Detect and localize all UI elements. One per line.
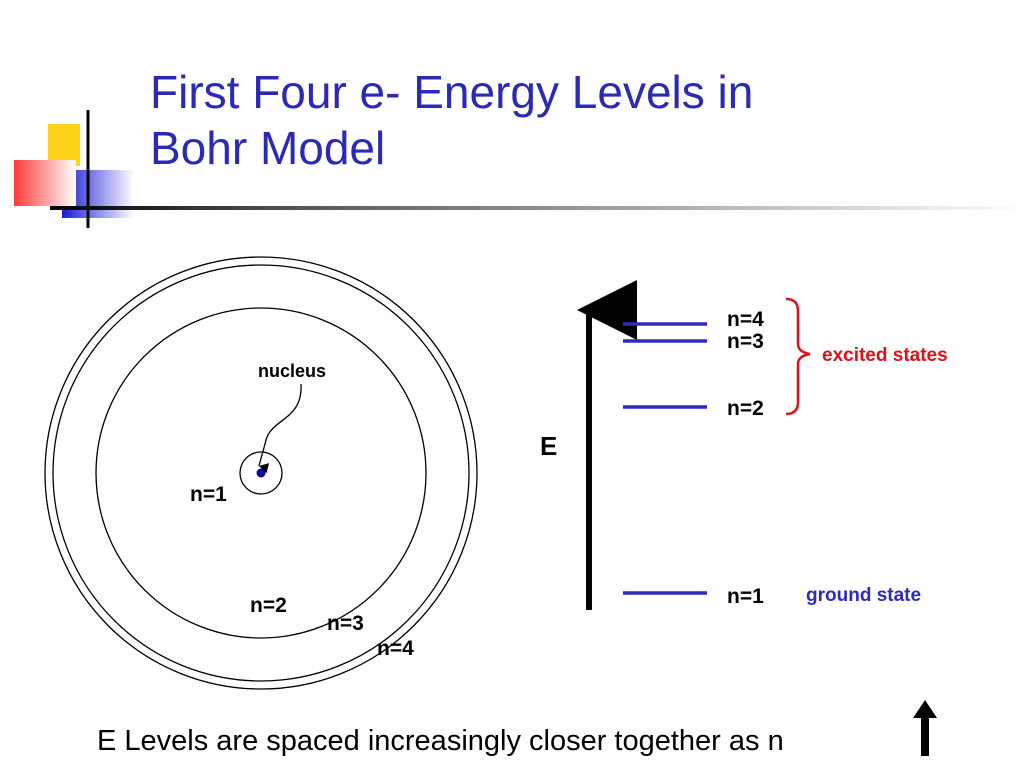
orbit-n4 xyxy=(44,256,478,690)
nucleus-dot xyxy=(256,468,266,478)
bohr-energy-diagram: nucleus n=1 n=2 n=3 n=4 E n=4 n=3 n=2 n=… xyxy=(44,256,948,690)
orbit-n3 xyxy=(52,264,470,682)
orbit-label-n3: n=3 xyxy=(327,612,364,635)
nucleus-pointer xyxy=(258,383,302,474)
energy-diagram: E n=4 n=3 n=2 n=1 excited states ground … xyxy=(540,280,948,610)
ground-state-label: ground state xyxy=(806,585,921,606)
orbit-label-n2: n=2 xyxy=(250,594,287,617)
up-arrow-icon xyxy=(913,700,937,756)
level-label-n3: n=3 xyxy=(727,330,764,353)
slide-title-line1: First Four e- Energy Levels in xyxy=(150,66,754,118)
level-label-n4: n=4 xyxy=(727,308,764,331)
slide-title: First Four e- Energy Levels in Bohr Mode… xyxy=(150,64,753,176)
orbit-n2 xyxy=(95,307,427,639)
yellow-square xyxy=(48,124,80,166)
bohr-model: nucleus n=1 n=2 n=3 n=4 xyxy=(44,256,478,690)
red-square xyxy=(14,160,76,206)
energy-axis-label: E xyxy=(540,431,557,461)
level-label-n1: n=1 xyxy=(727,585,764,608)
orbit-label-n1: n=1 xyxy=(190,483,227,506)
slide-caption: E Levels are spaced increasingly closer … xyxy=(97,725,784,757)
excited-states-label: excited states xyxy=(822,345,948,366)
orbit-label-n4: n=4 xyxy=(377,637,414,660)
level-label-n2: n=2 xyxy=(727,397,764,420)
corner-decoration xyxy=(14,110,134,228)
orbit-n1 xyxy=(239,451,283,495)
slide-title-line2: Bohr Model xyxy=(150,122,386,174)
excited-brace xyxy=(785,297,811,416)
title-underline xyxy=(50,206,1024,210)
nucleus-label: nucleus xyxy=(258,361,326,381)
